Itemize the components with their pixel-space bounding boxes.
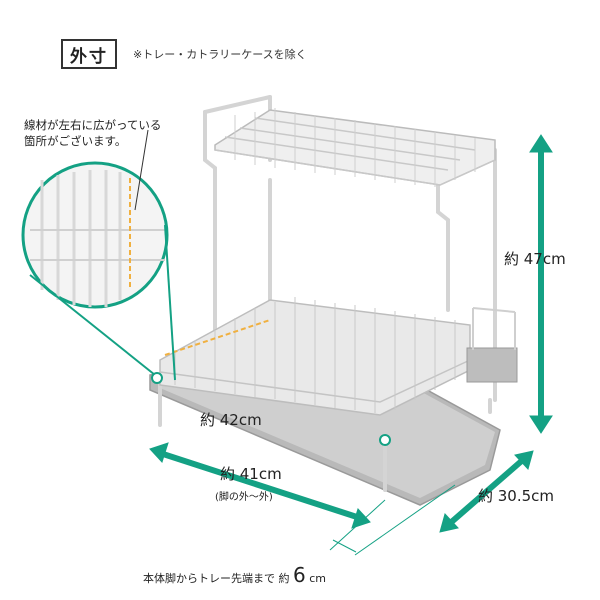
height-arrow: [529, 134, 553, 434]
foot-offset-note: 本体脚からトレー先端まで 約 6 cm: [143, 563, 326, 587]
cutlery-holder: [466, 307, 518, 383]
foot-offset-lines: [329, 484, 456, 556]
outer-width-label: 約 41cm: [220, 465, 282, 483]
callout-line-1: 線材が左右に広がっている: [24, 118, 162, 132]
depth-arrow: [439, 450, 534, 533]
depth-label: 約 30.5cm: [478, 487, 555, 505]
callout-marker-left: [151, 372, 163, 384]
callout-line-2: 箇所がございます。: [24, 134, 127, 148]
outer-width-note: (脚の外～外): [215, 492, 273, 503]
page-title: 外寸: [61, 39, 117, 69]
callout-marker-right: [379, 434, 391, 446]
inner-width-label: 約 42cm: [200, 411, 262, 429]
foot-note-unit: cm: [305, 572, 326, 585]
title-note: ※トレー・カトラリーケースを除く: [133, 48, 307, 61]
detail-callout: [21, 129, 176, 381]
foot-note-prefix: 本体脚からトレー先端まで 約: [143, 572, 293, 585]
height-label: 約 47cm: [504, 250, 566, 268]
foot-note-value: 6: [293, 563, 306, 587]
upper-rack-wires: [234, 108, 476, 187]
callout-text: 線材が左右に広がっている 箇所がございます。: [24, 117, 194, 149]
lower-rack-wires: [174, 297, 456, 413]
wire-spread-highlight: [164, 319, 271, 356]
width-arrow: [149, 442, 371, 529]
